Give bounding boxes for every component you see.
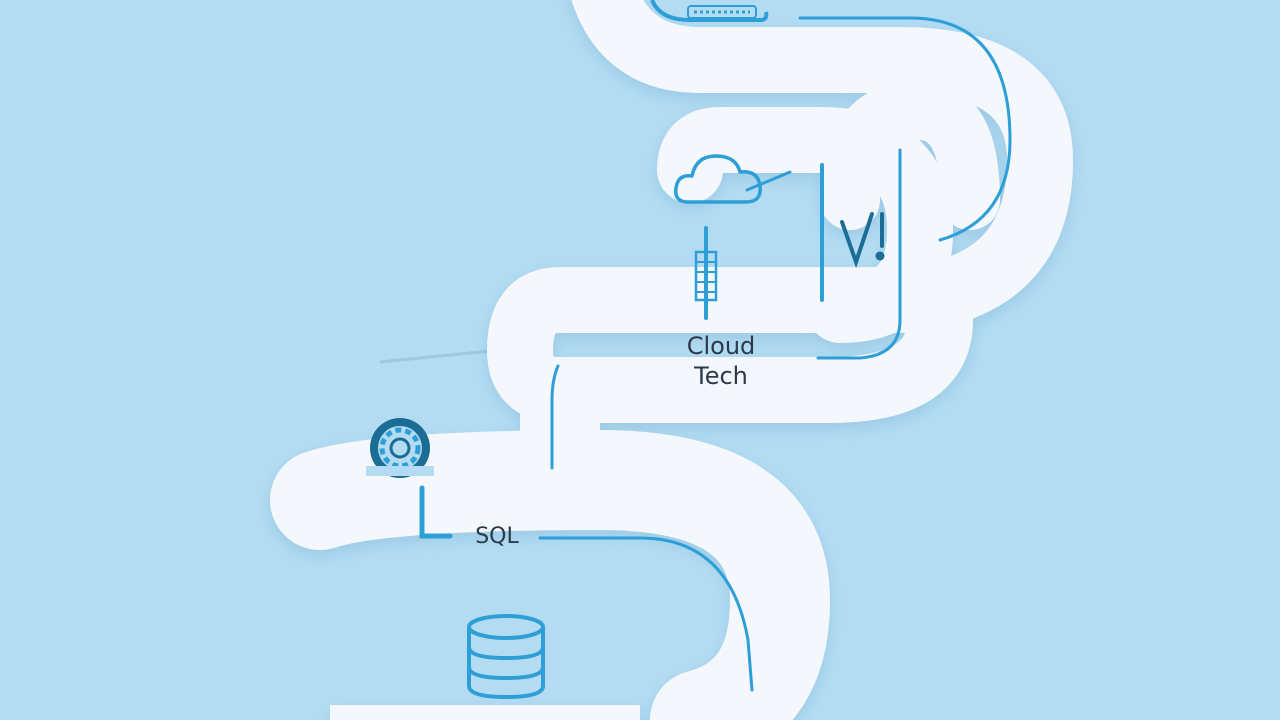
database-icon xyxy=(467,614,545,700)
keyboard-icon xyxy=(650,0,769,22)
ribbon-accent-lines xyxy=(419,16,1012,692)
motion-streak xyxy=(379,348,501,364)
gear-icon xyxy=(366,418,434,478)
cloud-icon xyxy=(674,154,762,204)
check-mark-icon xyxy=(840,212,885,269)
ribbon-path xyxy=(270,0,1073,720)
sql-label: SQL xyxy=(475,524,519,549)
server-rack-icon xyxy=(694,250,718,302)
cloud-tech-label: Cloud Tech xyxy=(686,332,756,390)
